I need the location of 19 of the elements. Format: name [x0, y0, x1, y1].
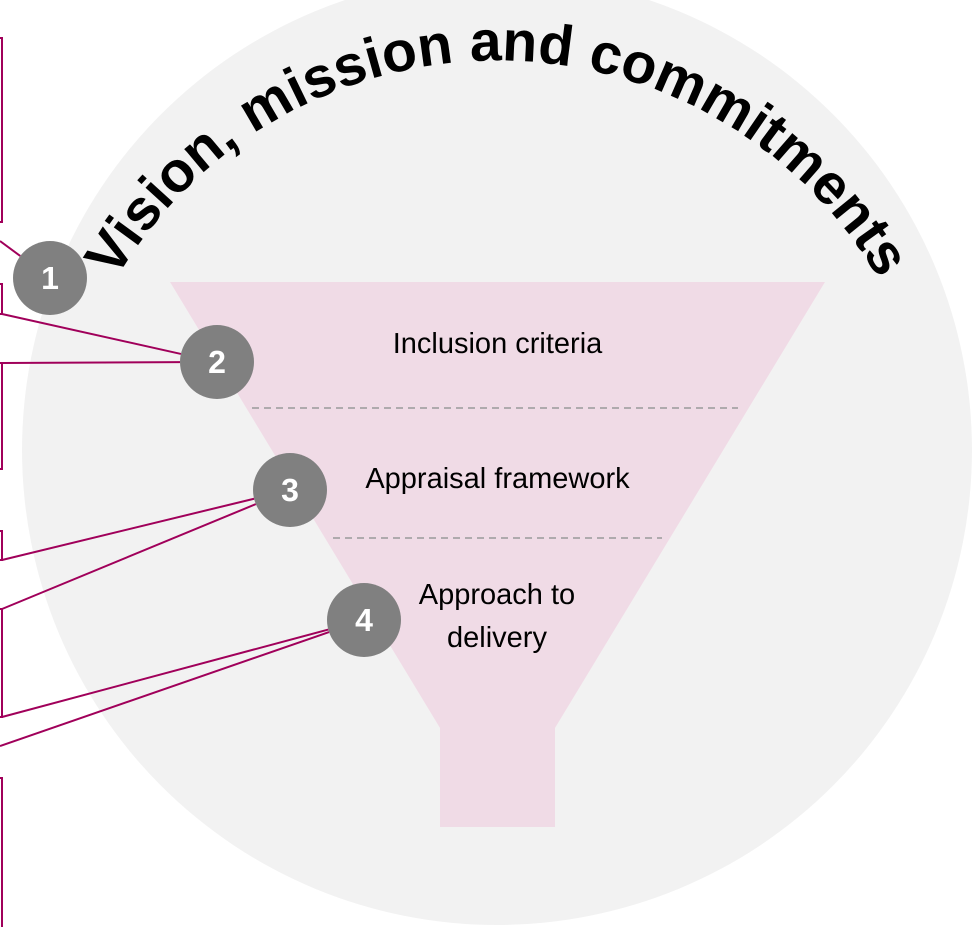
- leader-line: [2, 498, 254, 561]
- number-circle: 3: [253, 453, 327, 527]
- number-circle: 2: [180, 325, 254, 399]
- bracket: [0, 362, 3, 470]
- bracket: [0, 283, 3, 315]
- leader-line: [0, 631, 330, 747]
- leader-line: [2, 503, 256, 610]
- leader-line: [2, 313, 182, 355]
- leader-line: [2, 361, 180, 364]
- bracket: [0, 608, 3, 718]
- number-circle: 4: [327, 583, 401, 657]
- section-label: Appraisal framework: [365, 463, 630, 495]
- section-label: Inclusion criteria: [392, 328, 602, 360]
- leader-line: [0, 240, 21, 257]
- bracket: [0, 777, 3, 927]
- bracket: [0, 37, 3, 223]
- leader-line: [2, 628, 329, 718]
- bracket: [0, 530, 3, 561]
- section-label: Approach to delivery: [418, 579, 576, 654]
